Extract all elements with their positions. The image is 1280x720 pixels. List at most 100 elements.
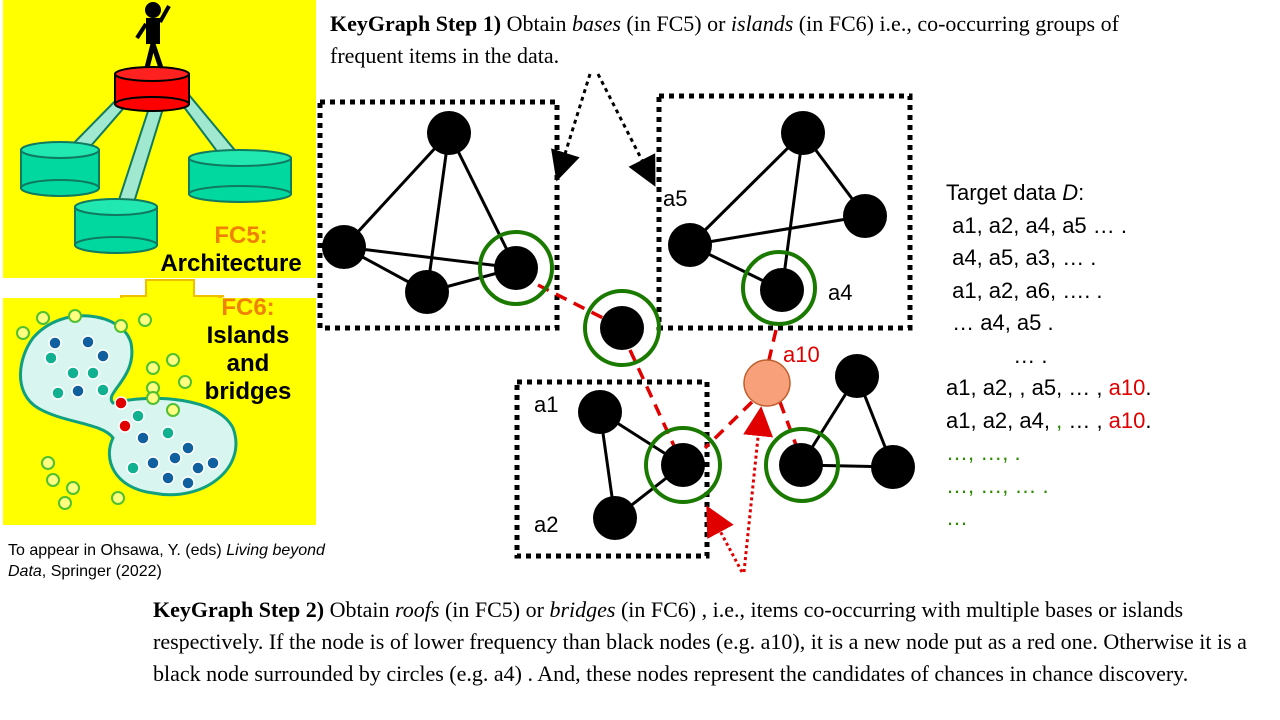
candidate-rings (478, 230, 840, 504)
step1-description: KeyGraph Step 1) Obtain bases (in FC5) o… (330, 8, 1120, 72)
node-a5 (668, 223, 712, 267)
data-row: a1, a2, a4, , … , a10. (946, 405, 1152, 438)
island-node (168, 451, 182, 465)
island-node (126, 461, 140, 475)
data-row: …, …, . (946, 440, 1021, 465)
target-data-title-text: Target data (946, 180, 1063, 205)
isolated-node (46, 473, 60, 487)
island-node (96, 349, 110, 363)
data-row-end: . (1145, 375, 1152, 400)
island-node (161, 426, 175, 440)
isolated-node (111, 491, 125, 505)
target-data-colon: : (1078, 180, 1085, 205)
step2-heading: KeyGraph Step 2) (153, 597, 325, 622)
graph-nodes (322, 111, 915, 540)
data-row: … (946, 505, 968, 530)
island-node (146, 456, 160, 470)
data-row-mid: … , (1062, 407, 1109, 433)
island-nodes (16, 309, 220, 510)
step1-heading: KeyGraph Step 1) (330, 11, 502, 36)
base-cylinder-left (20, 141, 100, 197)
isolated-node (114, 319, 128, 333)
step1-text-3: (in FC6) i.e., co-occurring groups of fr… (330, 11, 1119, 68)
data-row-a10: a10 (1108, 375, 1146, 400)
fc6-and-label: and (226, 350, 270, 377)
island-node (66, 366, 80, 380)
target-data-variable: D (1062, 180, 1079, 205)
island-node (181, 476, 195, 490)
data-row: a1, a2, , a5, … , a10. (946, 372, 1152, 405)
node-a4 (760, 268, 804, 312)
edge (688, 131, 805, 247)
step1-bases: bases (572, 11, 621, 36)
ring (583, 289, 661, 367)
island-node (86, 366, 100, 380)
node (494, 246, 538, 290)
isolated-node (16, 326, 30, 340)
data-row-text: a1, a2, , a5, … , (946, 375, 1109, 400)
island-node (51, 386, 65, 400)
data-row: a4, a5, a3, … . (946, 245, 1097, 270)
ring (644, 426, 722, 504)
fc6-islands-panel: FC6: Islands and bridges (3, 294, 316, 525)
step1-text-1: Obtain (501, 11, 573, 36)
target-data-list: Target data D: a1, a2, a4, a5 … . a4, a5… (946, 177, 1152, 535)
edge (425, 132, 451, 293)
ring (741, 250, 817, 326)
island-node (114, 396, 128, 410)
edge (343, 245, 517, 270)
data-row: a1, a2, a4, a5 … . (946, 212, 1128, 238)
island-node (131, 409, 145, 423)
node (779, 443, 823, 487)
isolated-node (36, 311, 50, 325)
node-a10 (743, 359, 791, 407)
data-row: a1, a2, a6, …. . (946, 277, 1103, 303)
isolated-node (66, 481, 80, 495)
edge (689, 214, 866, 247)
label-a10: a10 (783, 342, 820, 367)
target-data-title: Target data D: (946, 177, 1152, 210)
edge (447, 132, 518, 269)
node (405, 270, 449, 314)
island-node (161, 471, 175, 485)
data-row-a10: a10 (1108, 407, 1146, 433)
island-node (118, 419, 132, 433)
island-node (206, 456, 220, 470)
island-node (136, 431, 150, 445)
pointer-arrow-a10 (742, 406, 774, 573)
island-node (191, 461, 205, 475)
node (871, 445, 915, 489)
architecture-illustration (20, 2, 292, 254)
base-box-left (317, 99, 560, 331)
isolated-node (41, 456, 55, 470)
citation-title: Living beyond Data (8, 542, 325, 580)
pointer-arrow-a4 (706, 505, 744, 573)
fc5-label: FC5: (214, 222, 268, 249)
isolated-node (146, 391, 160, 405)
ring (764, 427, 840, 503)
fc6-bridges-label: bridges (204, 378, 292, 405)
roof-cylinder (114, 66, 190, 112)
label-a4: a4 (828, 280, 853, 305)
citation: To appear in Ohsawa, Y. (eds) Living bey… (8, 540, 328, 582)
person-figure-icon (135, 2, 171, 69)
step1-arrow-right (596, 73, 656, 187)
citation-prefix: To appear in Ohsawa, Y. (eds) (8, 542, 227, 559)
base-box-bottom (514, 379, 710, 559)
node (781, 111, 825, 155)
citation-suffix: , Springer (2022) (41, 563, 162, 580)
step1-arrow-left (551, 73, 592, 182)
node-a1 (578, 390, 622, 434)
node (661, 443, 705, 487)
ring (478, 230, 554, 306)
island-node (71, 384, 85, 398)
base-cylinder-right (188, 149, 292, 203)
fc6-islands-label: Islands (206, 322, 290, 349)
node (427, 111, 471, 155)
bridge-edge (766, 329, 778, 365)
island-node (48, 336, 62, 350)
fc5-architecture-panel: FC5: Architecture (3, 0, 316, 278)
label-a5: a5 (663, 186, 688, 211)
step2-roofs: roofs (395, 597, 440, 622)
